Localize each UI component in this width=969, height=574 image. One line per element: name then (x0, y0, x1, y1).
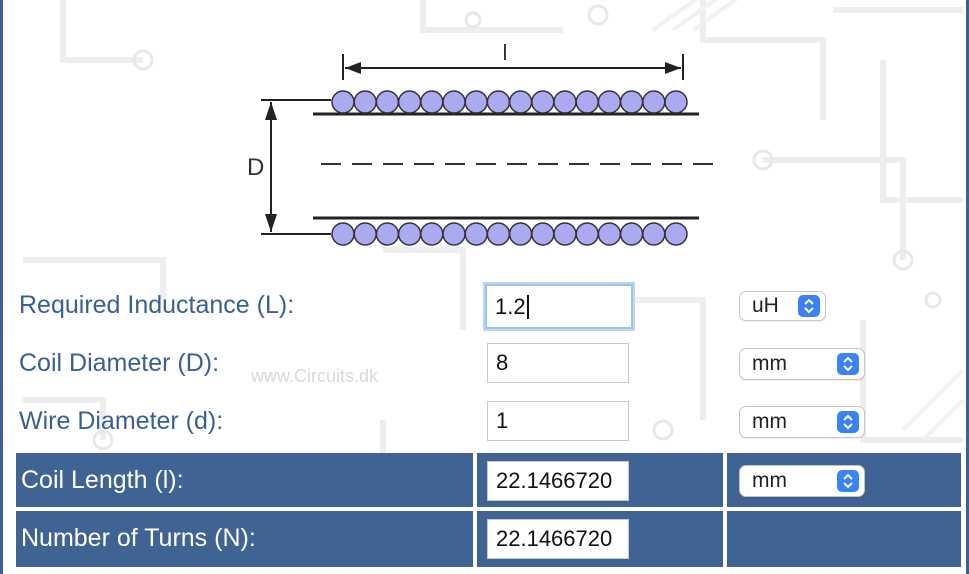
wire-turn (353, 222, 377, 246)
coil-diagram: l D (247, 40, 713, 246)
inductance-input[interactable]: 1.2 (485, 284, 633, 329)
coil-turns-top (331, 90, 688, 114)
coil-turns-bottom (331, 222, 688, 246)
wire-turn (464, 90, 488, 114)
inductance-value: 1.2 (495, 293, 526, 319)
svg-text:www.Circuits.dk: www.Circuits.dk (250, 366, 379, 386)
turns-label: Number of Turns (N): (21, 524, 256, 552)
wire-turn (664, 90, 688, 114)
wire-turn (531, 222, 555, 246)
coil-diameter-label: Coil Diameter (D): (19, 349, 220, 377)
wire-diameter-value: 1 (496, 408, 509, 433)
wire-turn (331, 222, 355, 246)
wire-diameter-input[interactable]: 1 (487, 401, 629, 441)
coil-length-value: 22.1466720 (496, 468, 613, 493)
wire-turn (619, 90, 644, 114)
wire-turn (464, 222, 488, 246)
coil-length-unit: mm (752, 469, 787, 492)
wire-turn (331, 90, 355, 114)
coil-diameter-value: 8 (496, 350, 509, 375)
coil-diameter-input[interactable]: 8 (487, 343, 629, 383)
circuit-background: www.Circuits.dk (23, 0, 965, 463)
updown-arrows-icon (798, 295, 820, 317)
updown-arrows-icon (837, 353, 859, 375)
wire-turn (397, 90, 422, 114)
wire-turn (575, 90, 599, 114)
wire-turn (375, 90, 400, 114)
wire-turn (375, 222, 400, 246)
updown-arrows-icon (837, 470, 859, 492)
diameter-symbol: D (247, 154, 264, 181)
coil-length-label: Coil Length (l): (21, 466, 184, 494)
wire-turn (664, 222, 688, 246)
wire-turn (486, 222, 511, 246)
wire-turn (486, 90, 511, 114)
wire-turn (642, 90, 666, 114)
updown-arrows-icon (837, 411, 859, 433)
coil-diameter-unit-select[interactable]: mm (739, 348, 865, 380)
wire-turn (619, 222, 644, 246)
inductance-unit: uH (752, 294, 779, 317)
wire-turn (553, 222, 577, 246)
inductance-label: Required Inductance (L): (19, 291, 295, 319)
turns-value: 22.1466720 (496, 526, 613, 551)
length-symbol: l (503, 40, 508, 65)
coil-length-unit-select[interactable]: mm (739, 465, 865, 497)
wire-turn (442, 90, 466, 114)
turns-output[interactable]: 22.1466720 (487, 519, 629, 559)
coil-length-output[interactable]: 22.1466720 (487, 461, 629, 501)
wire-turn (442, 222, 466, 246)
turns-label-cell (16, 511, 473, 567)
wire-turn (420, 90, 444, 114)
wire-diameter-label: Wire Diameter (d): (19, 407, 224, 435)
wire-turn (420, 222, 444, 246)
wire-turn (597, 222, 622, 246)
coil-length-label-cell (16, 453, 473, 507)
wire-turn (397, 222, 422, 246)
inductance-unit-select[interactable]: uH (739, 291, 826, 321)
wire-diameter-unit: mm (752, 410, 787, 433)
wire-turn (597, 90, 622, 114)
wire-turn (575, 222, 599, 246)
coil-diameter-unit: mm (752, 352, 787, 375)
wire-diameter-unit-select[interactable]: mm (739, 406, 865, 438)
turns-empty-cell (727, 511, 961, 567)
text-caret (526, 294, 529, 319)
wire-turn (508, 90, 533, 114)
wire-turn (642, 222, 666, 246)
wire-turn (531, 90, 555, 114)
wire-turn (508, 222, 533, 246)
wire-turn (553, 90, 577, 114)
wire-turn (353, 90, 377, 114)
